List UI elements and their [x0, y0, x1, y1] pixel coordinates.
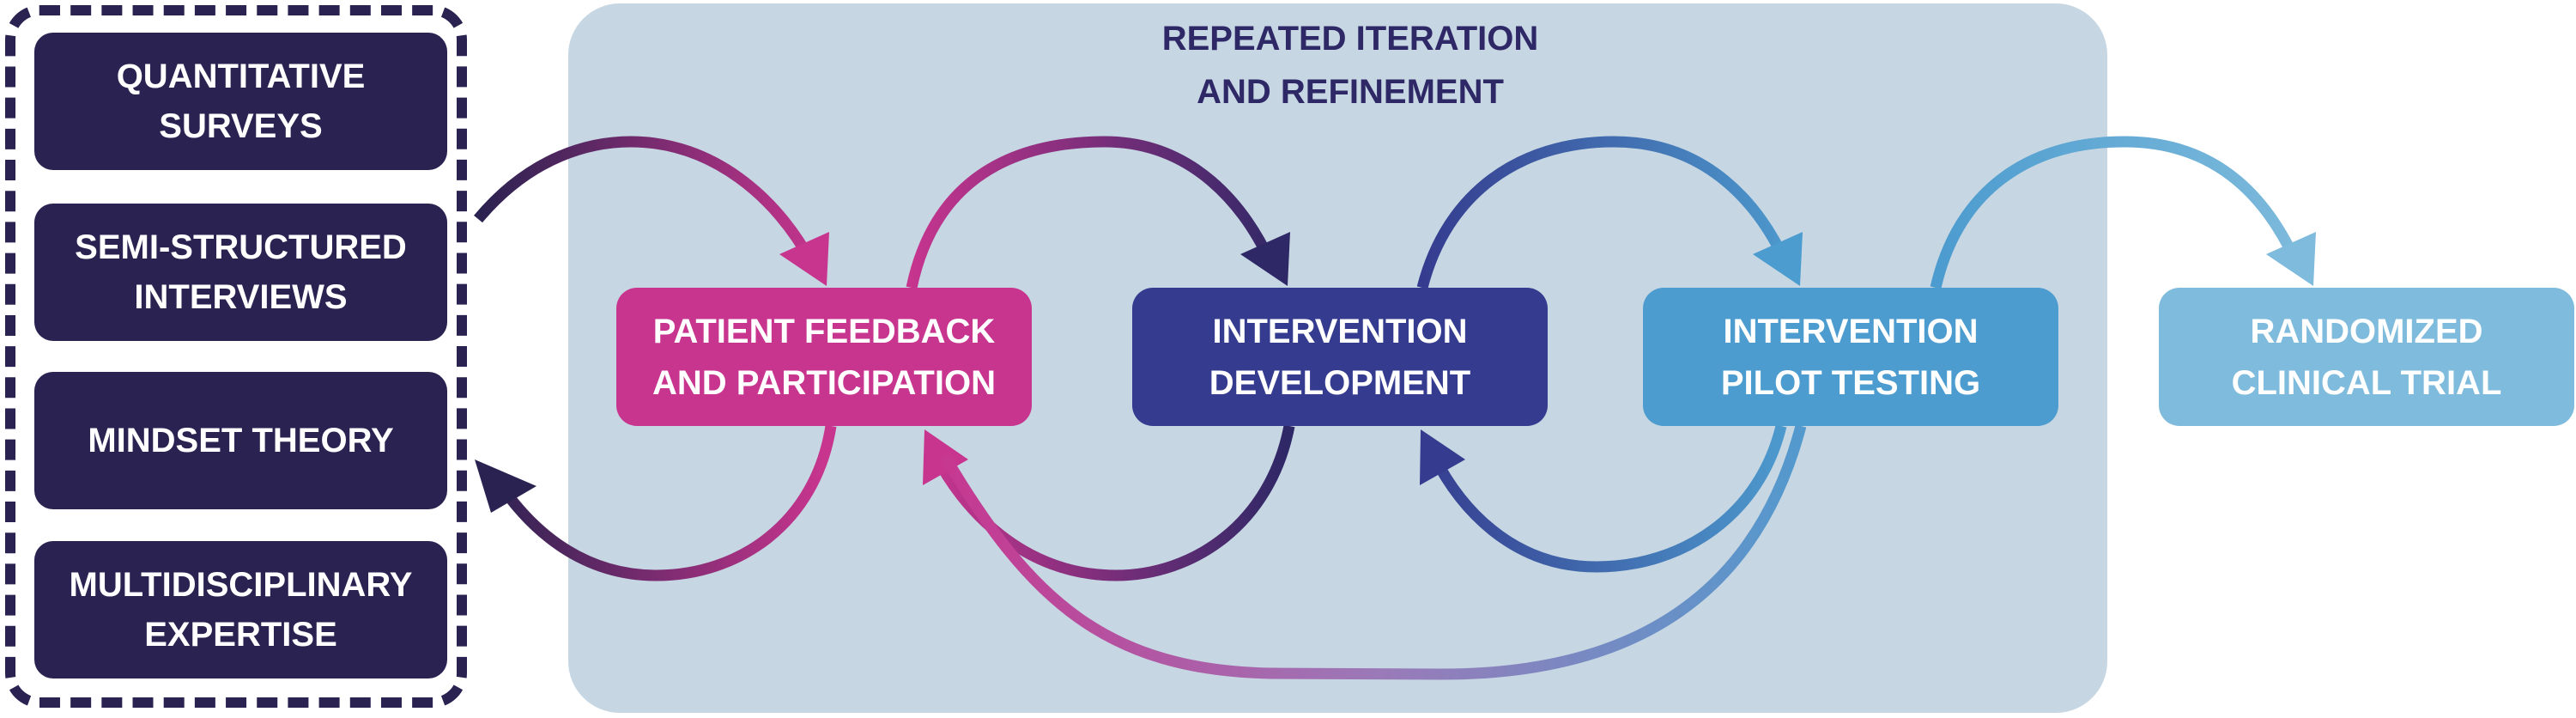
method-label: QUANTITATIVE SURVEYS [116, 58, 366, 145]
stage-intervention-development: INTERVENTION DEVELOPMENT [1132, 288, 1548, 426]
method-multidisciplinary-expertise: MULTIDISCIPLINARY EXPERTISE [34, 541, 447, 678]
method-label: MULTIDISCIPLINARY EXPERTISE [69, 566, 413, 654]
stage-patient-feedback: PATIENT FEEDBACK AND PARTICIPATION [616, 288, 1032, 426]
arrowhead-icon [475, 459, 536, 513]
method-mindset-theory: MINDSET THEORY [34, 372, 447, 509]
stage-label: INTERVENTION PILOT TESTING [1720, 312, 1981, 402]
stage-intervention-pilot-testing: INTERVENTION PILOT TESTING [1643, 288, 2058, 426]
stage-randomized-clinical-trial: RANDOMIZED CLINICAL TRIAL [2159, 288, 2574, 426]
arrowhead-icon [2266, 232, 2316, 286]
stage-label: PATIENT FEEDBACK AND PARTICIPATION [652, 312, 996, 402]
stage-label: RANDOMIZED CLINICAL TRIAL [2231, 312, 2502, 402]
method-label: SEMI-STRUCTURED INTERVIEWS [75, 228, 407, 316]
method-label: MINDSET THEORY [88, 422, 394, 459]
method-quantitative-surveys: QUANTITATIVE SURVEYS [34, 33, 447, 170]
method-semi-structured-interviews: SEMI-STRUCTURED INTERVIEWS [34, 204, 447, 341]
stage-label: INTERVENTION DEVELOPMENT [1209, 312, 1471, 402]
panel-title: REPEATED ITERATION AND REFINEMENT [1161, 20, 1539, 111]
methods-group-frame [5, 5, 467, 708]
